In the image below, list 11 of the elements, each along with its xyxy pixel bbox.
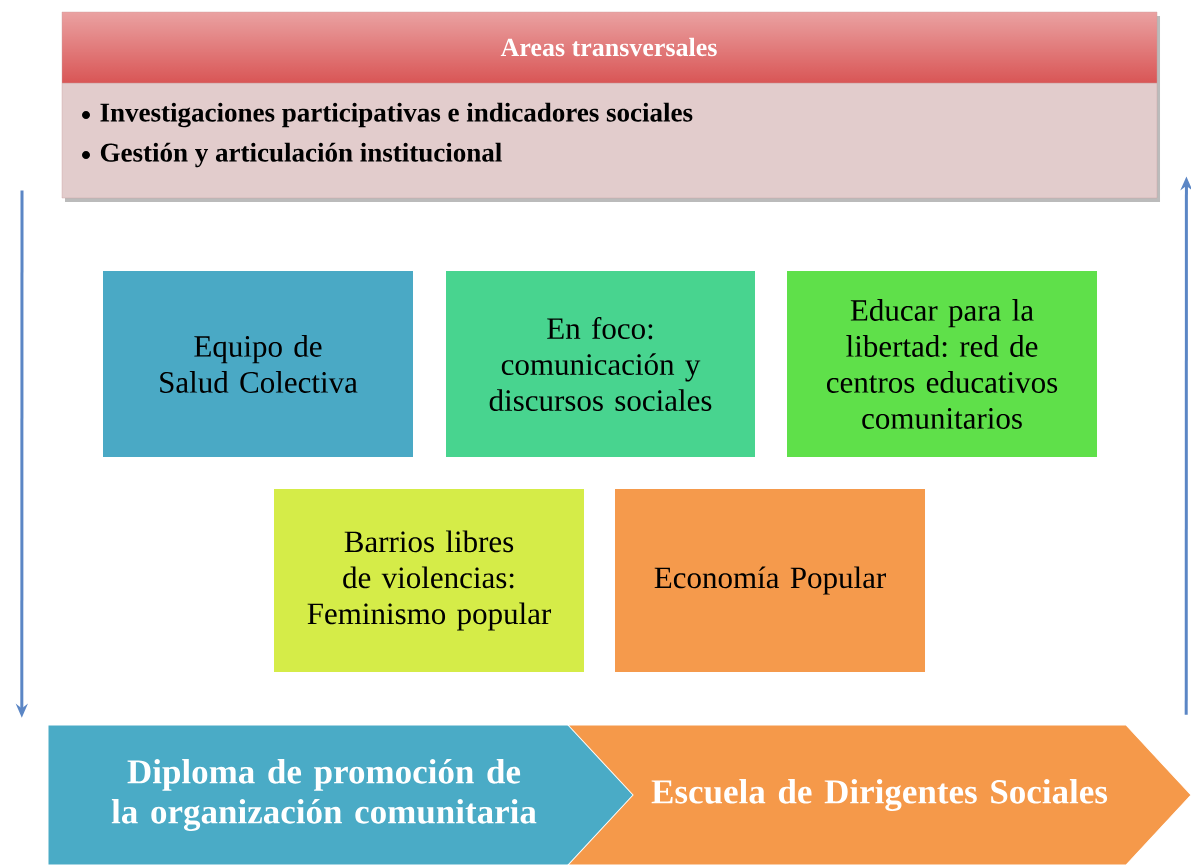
bullet-item: Investigaciones participativas e indicadores sociales (100, 102, 693, 128)
topic-box: Equipo de Salud Colectiva (97, 265, 419, 463)
topic-box: Barrios libres de violencias: Feminismo popular (268, 483, 590, 678)
chevron-step: Diploma de promoción de la organización comunitaria (47, 724, 636, 865)
chevron-step: Escuela de Dirigentes Sociales (567, 724, 1191, 865)
topic-box: Educar para la libertad: red de centros educativos comunitarios (781, 265, 1103, 463)
header-title: Areas transversales (500, 37, 717, 57)
header-box (61, 11, 1160, 202)
bullet-item: Gestión y articulación institucional (100, 142, 502, 168)
topic-box: En foco: comunicación y discursos sociales (440, 265, 761, 463)
topic-box: Economía Popular (609, 483, 931, 678)
